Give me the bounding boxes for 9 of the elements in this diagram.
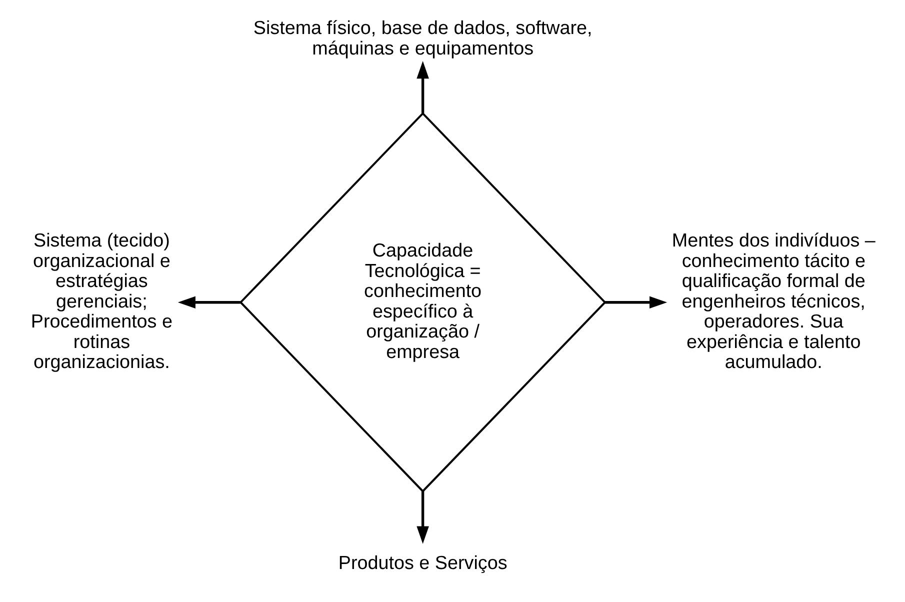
arrow bbox=[605, 296, 668, 308]
node-text: Produtos e Serviços bbox=[338, 553, 508, 574]
arrow bbox=[416, 491, 429, 544]
node-diamond: Capacidade Tecnológica = conhecimento específico à organização / empresa bbox=[239, 112, 606, 493]
node-text: Sistema físico, base de dados, software, máquinas e equipamentos bbox=[253, 18, 592, 60]
node-text: Sistema (tecido) organizacional e estratégias gerenciais; Procedimentos e rotinas organizacionias. bbox=[30, 230, 172, 374]
arrow bbox=[178, 296, 240, 308]
node-text: Mentes dos indivíduos – conhecimento tácito e qualificação formal de engenheiros técnicos, operadores. Sua experiência e talento acumulado. bbox=[672, 230, 876, 374]
arrow bbox=[416, 61, 429, 114]
